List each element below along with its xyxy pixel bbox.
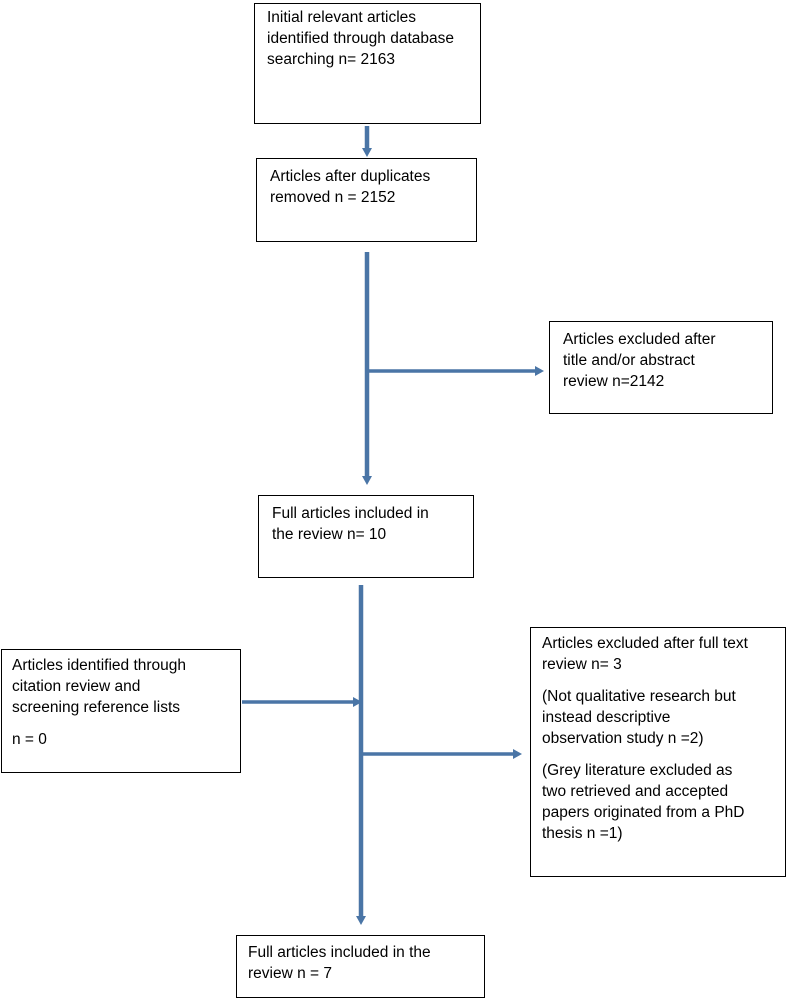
box-full-articles-included: Full articles included in the review n= … [258,495,474,578]
box-excluded-title-abstract-text: Articles excluded after title and/or abs… [563,331,716,390]
box-citation-review-text: Articles identified through citation rev… [12,657,187,716]
box-full-articles-included-text: Full articles included in the review n= … [272,505,429,543]
box-excluded-title-abstract: Articles excluded after title and/or abs… [549,321,773,414]
arrow-head-full-articles-to-final [356,916,366,925]
box-initial-identified: Initial relevant articles identified thr… [254,3,481,124]
arrow-head-citation-to-main [353,697,362,707]
arrow-head-duplicates-to-full-articles [362,476,372,485]
arrow-head-to-excluded-title-abstract [535,366,544,376]
box-excluded-full-text-heading: Articles excluded after full text review… [542,635,748,673]
arrow-head-to-excluded-full-text [513,749,522,759]
box-initial-identified-text: Initial relevant articles identified thr… [267,9,455,68]
box-excluded-full-text-reason-1: (Not qualitative research but instead de… [542,688,736,747]
box-excluded-full-text-reason-2: (Grey literature excluded as two retriev… [542,762,745,842]
box-final-included: Full articles included in the review n =… [236,935,485,998]
box-citation-review-count: n = 0 [12,731,47,748]
arrow-head-identified-to-duplicates [362,148,372,157]
box-duplicates-removed-text: Articles after duplicates removed n = 21… [270,168,431,206]
box-citation-review: Articles identified through citation rev… [1,649,241,773]
box-duplicates-removed: Articles after duplicates removed n = 21… [256,158,477,242]
box-final-included-text: Full articles included in the review n =… [248,944,431,982]
box-excluded-full-text: Articles excluded after full text review… [530,627,786,877]
